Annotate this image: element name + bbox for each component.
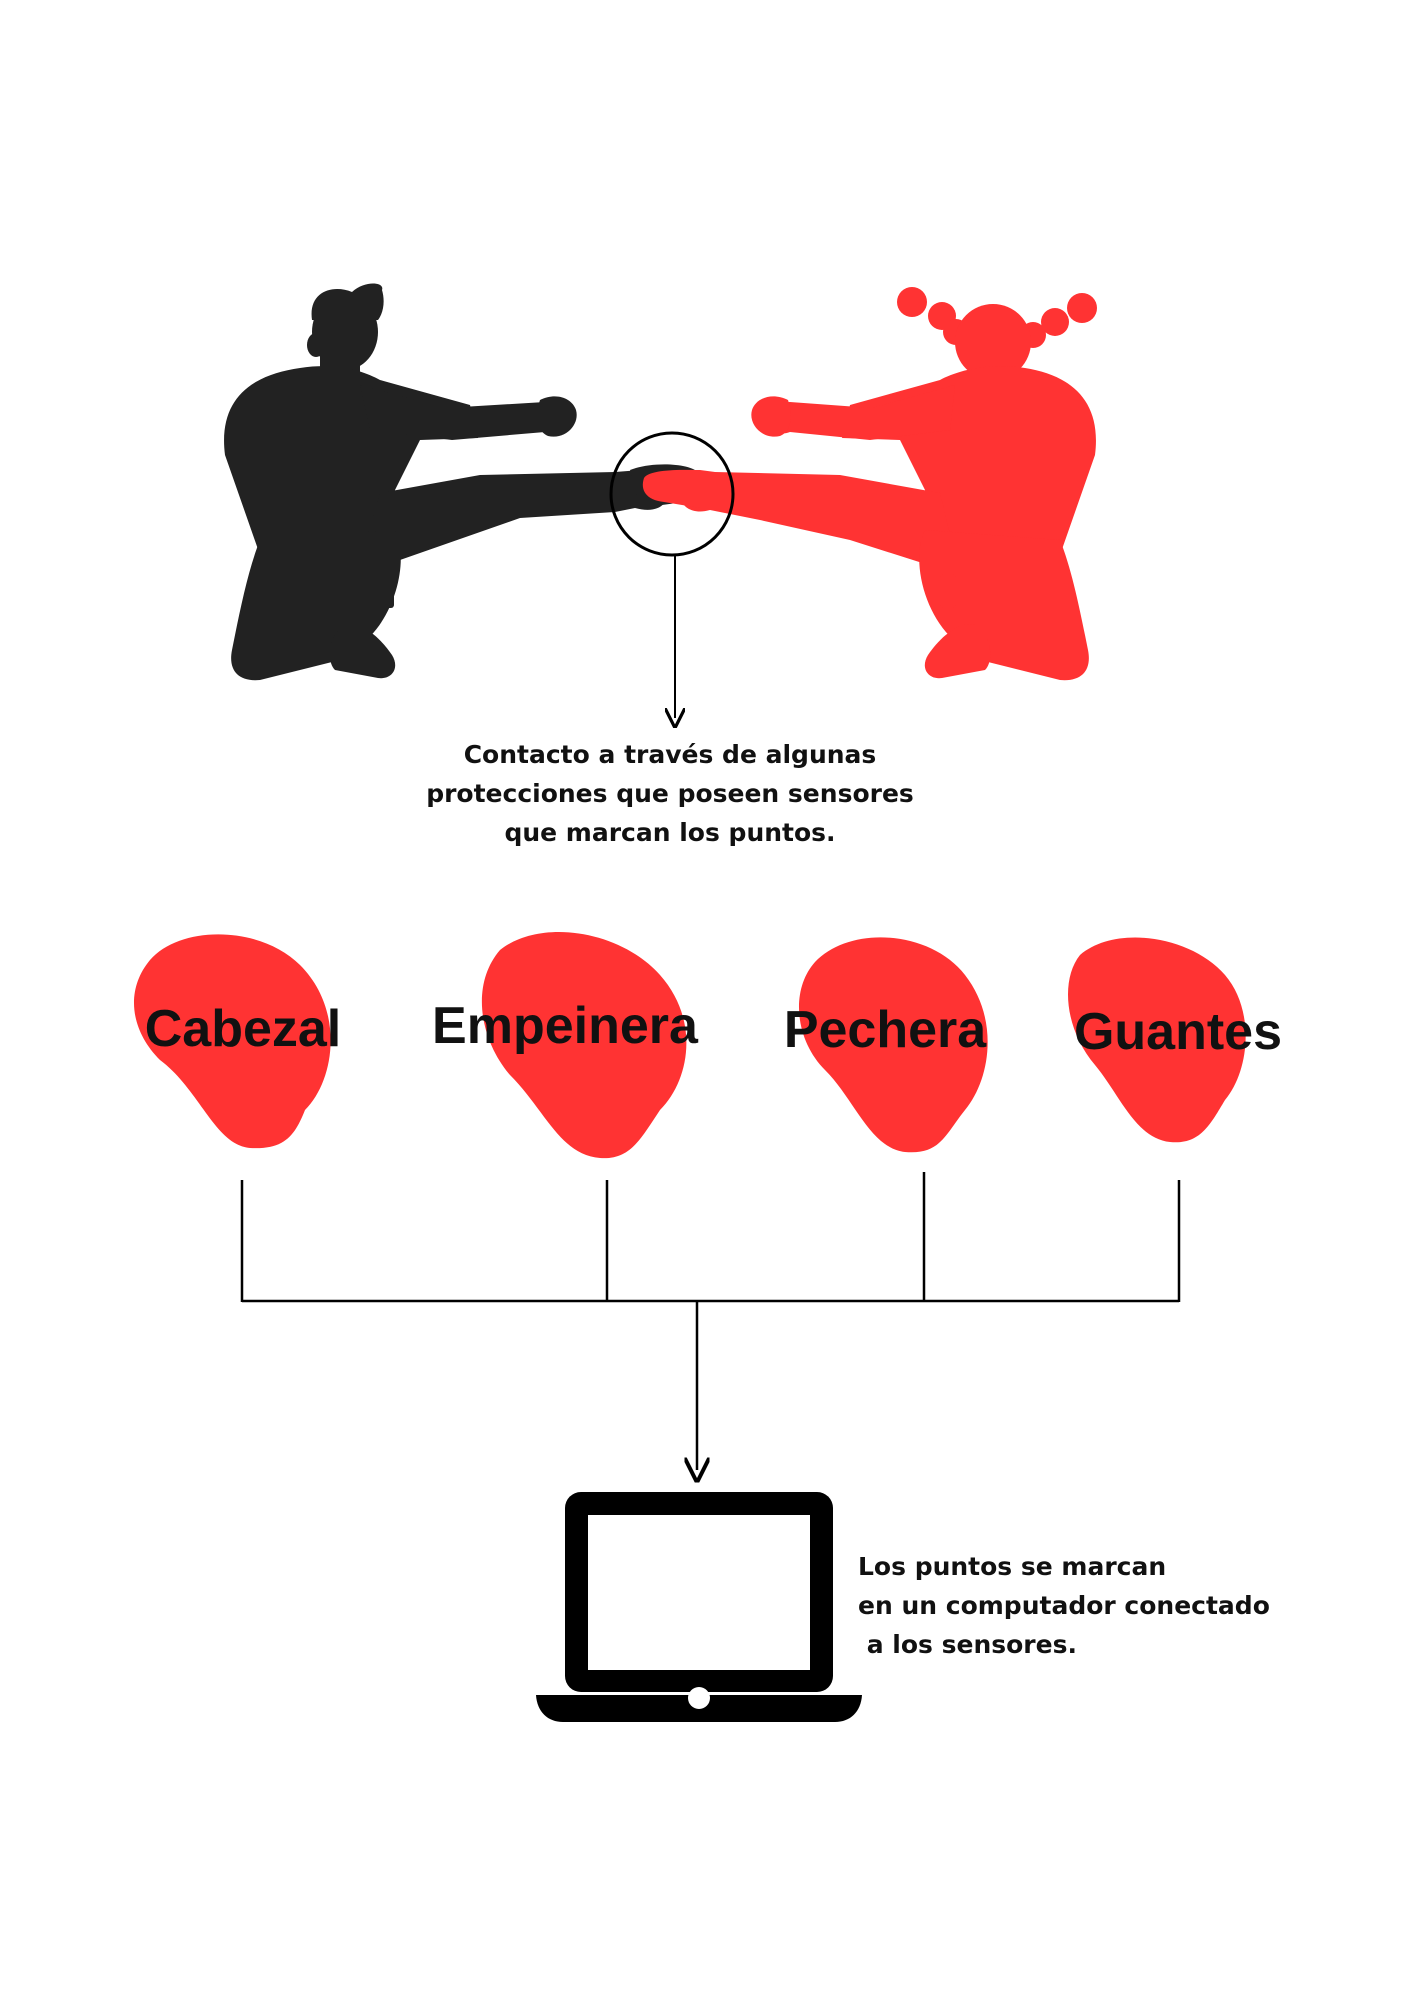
black-fighter-icon bbox=[224, 283, 704, 681]
sensor-label-empeinera: Empeinera bbox=[432, 997, 699, 1055]
sensor-label-cabezal: Cabezal bbox=[145, 1000, 342, 1058]
computer-caption: Los puntos se marcan en un computador co… bbox=[858, 1547, 1328, 1664]
contact-caption-line: Contacto a través de algunas bbox=[463, 740, 877, 769]
contact-caption-line: protecciones que poseen sensores bbox=[426, 779, 914, 808]
sensor-pechera: Pechera bbox=[784, 937, 988, 1153]
sensor-cabezal: Cabezal bbox=[133, 934, 342, 1149]
contact-highlight-circle bbox=[609, 431, 735, 557]
sensor-connector-lines bbox=[240, 1172, 1181, 1303]
sensor-label-pechera: Pechera bbox=[784, 1001, 987, 1059]
contact-caption: Contacto a través de algunas proteccione… bbox=[390, 735, 950, 852]
red-fighter-icon bbox=[642, 287, 1097, 681]
red-blob-icon bbox=[798, 937, 988, 1153]
red-blob-icon bbox=[1068, 937, 1246, 1143]
computer-caption-line: en un computador conectado bbox=[858, 1591, 1270, 1620]
laptop-icon bbox=[536, 1492, 862, 1722]
sensor-label-guantes: Guantes bbox=[1074, 1003, 1282, 1061]
red-blob-icon bbox=[481, 931, 687, 1159]
computer-caption-line: a los sensores. bbox=[858, 1630, 1077, 1659]
sensor-guantes: Guantes bbox=[1068, 937, 1282, 1143]
contact-caption-line: que marcan los puntos. bbox=[504, 818, 836, 847]
red-blob-icon bbox=[133, 934, 331, 1149]
sensor-empeinera: Empeinera bbox=[432, 931, 699, 1159]
computer-caption-line: Los puntos se marcan bbox=[858, 1552, 1167, 1581]
